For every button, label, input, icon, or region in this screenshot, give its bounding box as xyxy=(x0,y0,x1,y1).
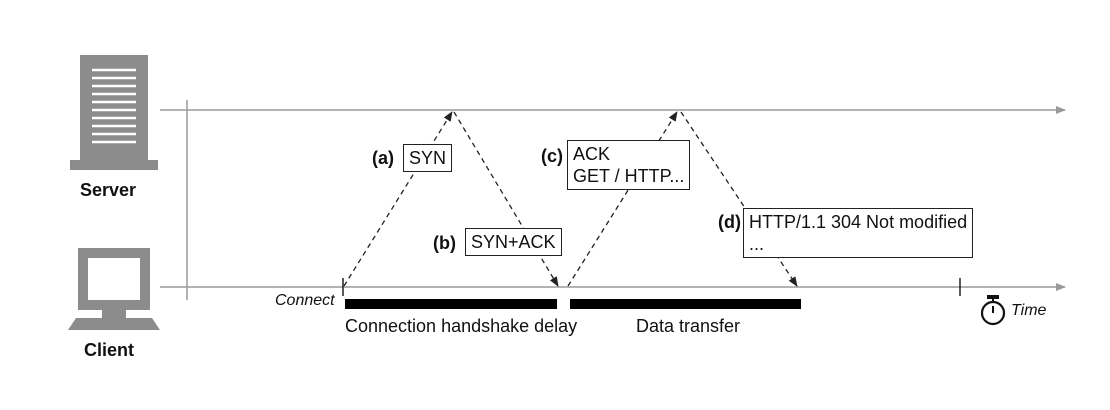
message-syn-line-1: SYN xyxy=(409,148,447,168)
message-ack-get-line-2: GET / HTTP... xyxy=(573,166,685,186)
message-syn-ack-box: SYN+ACK xyxy=(465,228,562,256)
handshake-label: Connection handshake delay xyxy=(345,316,578,336)
server-icon xyxy=(70,55,158,170)
handshake-bar xyxy=(345,299,557,309)
stopwatch-icon xyxy=(980,295,1006,326)
message-syn-ack-line-1: SYN+ACK xyxy=(471,232,556,252)
message-response-box: HTTP/1.1 304 Not modified ... xyxy=(743,208,974,258)
message-ack-get-box: ACK GET / HTTP... xyxy=(567,140,691,190)
arrow-syn xyxy=(343,111,453,287)
tag-b: (b) xyxy=(433,233,456,253)
time-label: Time xyxy=(1011,302,1047,319)
message-ack-get-line-1: ACK xyxy=(573,144,611,164)
arrow-response xyxy=(680,111,798,287)
connect-label: Connect xyxy=(275,292,335,309)
transfer-bar xyxy=(570,299,801,309)
tag-a: (a) xyxy=(372,148,394,168)
arrow-ack-get xyxy=(567,111,678,287)
message-response-line-1: HTTP/1.1 304 Not modified xyxy=(749,212,968,232)
message-response-line-2: ... xyxy=(749,234,765,254)
tag-d: (d) xyxy=(718,212,741,232)
arrow-syn-ack xyxy=(453,111,559,287)
client-label: Client xyxy=(84,340,135,360)
computer-icon xyxy=(68,248,160,330)
message-syn-box: SYN xyxy=(403,144,453,172)
tag-c: (c) xyxy=(541,146,563,166)
transfer-label: Data transfer xyxy=(636,316,741,336)
server-label: Server xyxy=(80,180,137,200)
